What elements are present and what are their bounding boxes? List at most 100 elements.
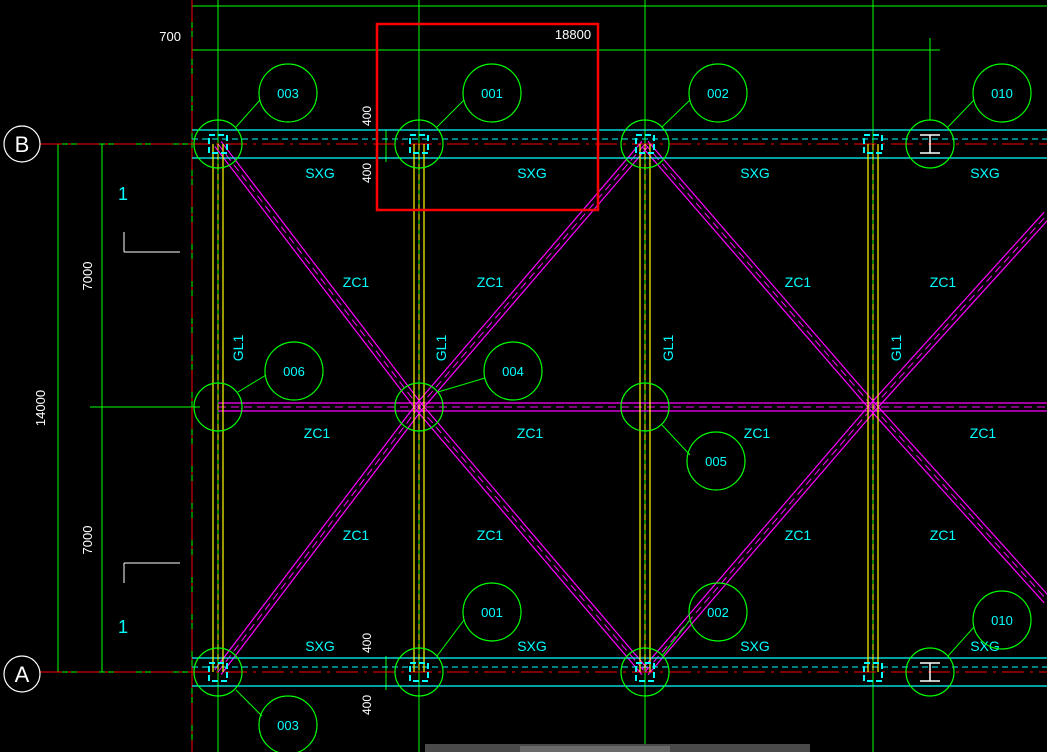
label-bottom-beam[interactable]: SXG bbox=[740, 638, 770, 654]
node-marker[interactable]: 003 bbox=[258, 695, 318, 752]
brace-centerline bbox=[217, 406, 420, 673]
node-marker[interactable]: 004 bbox=[483, 341, 543, 401]
label-column[interactable]: GL1 bbox=[433, 335, 449, 362]
brace-edge bbox=[869, 409, 1045, 604]
node-circle[interactable] bbox=[905, 647, 955, 697]
marker-leader bbox=[661, 424, 691, 456]
marker-leader bbox=[235, 689, 263, 717]
node-marker-label: 003 bbox=[277, 718, 299, 733]
node-circle[interactable] bbox=[193, 647, 243, 697]
marker-leader bbox=[237, 374, 267, 393]
brace-edge bbox=[214, 404, 417, 670]
section-mark-lower: 1 bbox=[118, 617, 128, 637]
dim-beam-offset-top-1: 400 bbox=[360, 106, 374, 126]
label-column[interactable]: GL1 bbox=[230, 335, 246, 362]
brace-edge bbox=[647, 140, 877, 405]
node-circle[interactable] bbox=[620, 119, 670, 169]
column-cap bbox=[409, 134, 429, 154]
dim-beam-offset-bottom-1: 400 bbox=[360, 633, 374, 653]
label-upper-brace[interactable]: ZC1 bbox=[785, 274, 812, 290]
marker-leader bbox=[437, 377, 486, 393]
label-top-beam[interactable]: SXG bbox=[305, 165, 335, 181]
node-marker-label: 006 bbox=[283, 364, 305, 379]
marker-leader bbox=[947, 626, 975, 657]
node-marker[interactable]: 002 bbox=[688, 63, 748, 123]
label-top-beam[interactable]: SXG bbox=[970, 165, 1000, 181]
label-upper-brace[interactable]: ZC1 bbox=[930, 274, 957, 290]
section-mark-upper: 1 bbox=[118, 184, 128, 204]
dim-bay-upper: 7000 bbox=[80, 262, 95, 291]
node-circle[interactable] bbox=[394, 119, 444, 169]
node-marker[interactable]: 001 bbox=[462, 63, 522, 123]
marker-leader bbox=[661, 99, 691, 128]
brace-edge bbox=[869, 211, 1045, 405]
brace-edge bbox=[220, 409, 423, 675]
node-circle[interactable] bbox=[620, 382, 670, 432]
brace-edge bbox=[421, 146, 649, 410]
node-marker-label: 010 bbox=[991, 613, 1013, 628]
node-circle[interactable] bbox=[905, 119, 955, 169]
structural-lines bbox=[40, 0, 1047, 752]
column-cap bbox=[208, 662, 228, 682]
label-bottom-beam[interactable]: SXG bbox=[305, 638, 335, 654]
node-circle[interactable] bbox=[193, 382, 243, 432]
dim-overall-height: 14000 bbox=[33, 390, 48, 426]
label-bottom-beam[interactable]: SXG bbox=[970, 638, 1000, 654]
brace-edge bbox=[415, 141, 643, 405]
node-marker[interactable]: 001 bbox=[462, 582, 522, 642]
label-lower-brace[interactable]: ZC1 bbox=[785, 527, 812, 543]
node-marker-label: 001 bbox=[481, 605, 503, 620]
label-column[interactable]: GL1 bbox=[660, 335, 676, 362]
node-circle[interactable] bbox=[394, 382, 444, 432]
brace-edge bbox=[875, 220, 1047, 411]
column-cap bbox=[863, 134, 883, 154]
node-circle[interactable] bbox=[193, 119, 243, 169]
node-marker[interactable]: 002 bbox=[688, 582, 748, 642]
node-circle[interactable] bbox=[394, 647, 444, 697]
column-cap bbox=[208, 134, 228, 154]
selection-highlight-box[interactable] bbox=[375, 22, 600, 212]
marker-leader bbox=[661, 619, 691, 657]
dim-left-offset: 700 bbox=[159, 29, 181, 44]
axis-bubble-b[interactable] bbox=[3, 125, 41, 163]
node-marker[interactable]: 005 bbox=[686, 431, 746, 491]
node-marker-label: 002 bbox=[707, 86, 729, 101]
label-mid-beam[interactable]: ZC1 bbox=[744, 425, 771, 441]
node-marker[interactable]: 010 bbox=[972, 63, 1032, 123]
node-circle[interactable] bbox=[620, 647, 670, 697]
brace-centerline bbox=[872, 214, 1047, 408]
label-mid-beam[interactable]: ZC1 bbox=[970, 425, 997, 441]
node-marker-label: 001 bbox=[481, 86, 503, 101]
node-marker[interactable]: 003 bbox=[258, 63, 318, 123]
axis-bubble-a[interactable] bbox=[3, 655, 41, 693]
label-top-beam[interactable]: SXG bbox=[740, 165, 770, 181]
dim-overall-width: 18800 bbox=[555, 27, 591, 42]
brace-centerline bbox=[872, 406, 1047, 601]
brace-centerline bbox=[644, 143, 874, 408]
column-cap bbox=[863, 662, 883, 682]
node-marker-label: 003 bbox=[277, 86, 299, 101]
label-bottom-beam[interactable]: SXG bbox=[517, 638, 547, 654]
label-mid-beam[interactable]: ZC1 bbox=[517, 425, 544, 441]
brace-edge bbox=[421, 404, 649, 670]
label-upper-brace[interactable]: ZC1 bbox=[477, 274, 504, 290]
label-lower-brace[interactable]: ZC1 bbox=[930, 527, 957, 543]
brace-edge bbox=[875, 403, 1047, 595]
label-upper-brace[interactable]: ZC1 bbox=[343, 274, 370, 290]
brace-centerline bbox=[418, 143, 646, 408]
label-lower-brace[interactable]: ZC1 bbox=[343, 527, 370, 543]
node-marker[interactable]: 010 bbox=[972, 590, 1032, 650]
label-column[interactable]: GL1 bbox=[888, 335, 904, 362]
label-lower-brace[interactable]: ZC1 bbox=[477, 527, 504, 543]
label-mid-beam[interactable]: ZC1 bbox=[304, 425, 331, 441]
brace-edge bbox=[214, 146, 417, 410]
node-marker-label: 010 bbox=[991, 86, 1013, 101]
column-cap bbox=[635, 134, 655, 154]
marker-leader bbox=[235, 99, 261, 128]
brace-edge bbox=[415, 409, 643, 675]
marker-leader bbox=[436, 99, 465, 128]
label-top-beam[interactable]: SXG bbox=[517, 165, 547, 181]
brace-centerline bbox=[644, 406, 874, 673]
node-marker[interactable]: 006 bbox=[264, 341, 324, 401]
